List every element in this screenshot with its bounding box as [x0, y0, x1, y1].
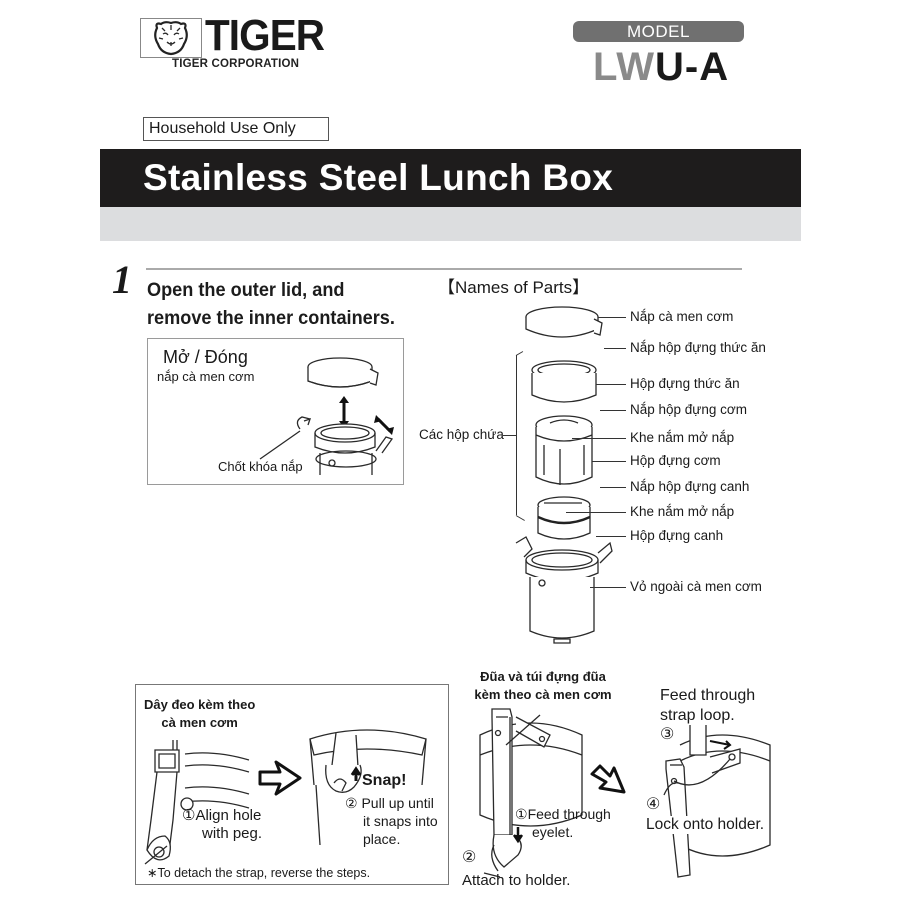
parts-title: 【Names of Parts】: [438, 278, 590, 297]
leader-0: [598, 317, 626, 318]
chopsticks-feed-illustration: [479, 708, 583, 878]
part-label-rice-grip-slot: Khe nắm mở nắp: [630, 430, 735, 445]
chopsticks-step-2-badge: ②: [462, 849, 477, 866]
part-label-outer-lid: Nắp cà men cơm: [630, 309, 734, 324]
tiger-face-icon: [154, 21, 188, 56]
strap-step-1-text: Align hole: [195, 807, 262, 824]
part-label-outer-body: Vỏ ngoài cà men cơm: [630, 579, 762, 594]
lid-open-illustration: [259, 357, 394, 475]
snap-label: Snap!: [362, 772, 407, 789]
step-line-1: Open the outer lid, and: [147, 279, 345, 301]
leader-5: [592, 461, 626, 462]
chopsticks-lock-illustration: [663, 725, 771, 878]
part-label-soup-container: Hộp đựng canh: [630, 528, 724, 543]
step-number: 1: [112, 257, 132, 302]
step-3-text-line-2: strap loop.: [660, 707, 735, 724]
model-code: LWU-A: [593, 44, 729, 90]
step-1-badge: ①: [182, 807, 196, 824]
chopsticks-step-1-text: Feed through: [527, 806, 611, 822]
chopsticks-title-line-2: kèm theo cà men cơm: [474, 687, 612, 702]
step-divider: [146, 268, 742, 270]
brand-corporation: TIGER CORPORATION: [172, 58, 300, 70]
page-title: Stainless Steel Lunch Box: [143, 157, 614, 198]
strap-step-2-line-2: it snaps into: [363, 813, 438, 829]
arrow-down-right-icon: [590, 764, 626, 794]
group-leader: [503, 435, 516, 436]
subtitle-band: [100, 207, 801, 241]
strap-step-2: ② Pull up until: [345, 794, 434, 812]
leader-4: [572, 438, 626, 439]
strap-panel: [135, 684, 449, 885]
model-prefix: LW: [593, 45, 655, 89]
strap-align-illustration: [144, 740, 250, 865]
step-1-badge: ①: [515, 806, 528, 822]
step-3-badge: ③: [660, 726, 675, 743]
strap-snap-illustration: [309, 729, 427, 846]
chopsticks-title: Đũa và túi đựng đũa kèm theo cà men cơm: [468, 668, 618, 704]
chopsticks-step-1-line-2: eyelet.: [532, 824, 574, 840]
strap-step-1-line-2: with peg.: [202, 825, 263, 842]
part-label-soup-grip-slot: Khe nắm mở nắp: [630, 504, 735, 519]
arrow-right-icon: [258, 760, 302, 796]
strap-step-1: ①Align hole: [182, 807, 261, 825]
strap-step-2-text: Pull up until: [361, 795, 434, 811]
step-4-badge: ④: [646, 796, 661, 813]
open-close-title: Mở / Đóng: [163, 347, 248, 367]
exploded-parts-illustration: [515, 306, 613, 644]
title-bar: [100, 149, 801, 207]
strap-step-2-line-3: place.: [363, 831, 401, 847]
chopsticks-title-line-1: Đũa và túi đựng đũa: [480, 669, 606, 684]
strap-title-line-2: cà men cơm: [161, 715, 238, 730]
model-label: MODEL: [573, 21, 744, 42]
open-close-subtitle: nắp cà men cơm: [157, 369, 255, 384]
open-close-panel: [147, 338, 404, 485]
chopsticks-step-1: ①Feed through: [515, 805, 611, 823]
group-bracket: [516, 355, 517, 515]
leader-8: [596, 536, 626, 537]
strap-title: Dây đeo kèm theo cà men cơm: [144, 696, 255, 732]
part-label-soup-lid: Nắp hộp đựng canh: [630, 479, 750, 494]
model-suffix: U-A: [654, 45, 730, 89]
step-instruction: Open the outer lid, and remove the inner…: [147, 276, 395, 332]
part-label-food-lid: Nắp hộp đựng thức ăn: [630, 340, 766, 355]
strap-title-line-1: Dây đeo kèm theo: [144, 697, 256, 712]
leader-7: [566, 512, 626, 513]
leader-3: [600, 410, 626, 411]
part-label-rice-lid: Nắp hộp đựng cơm: [630, 402, 747, 417]
leader-9: [590, 587, 626, 588]
part-group-label: Các hộp chứa: [419, 427, 504, 442]
chopsticks-step-2-text: Attach to holder.: [462, 872, 571, 889]
step-2-badge: ②: [345, 795, 358, 811]
part-label-food-container: Hộp đựng thức ăn: [630, 376, 740, 391]
leader-2: [596, 384, 626, 385]
leader-1: [604, 348, 626, 349]
step-3-text-line-1: Feed through: [660, 687, 756, 704]
step-4-text: Lock onto holder.: [646, 816, 765, 834]
household-badge: Household Use Only: [143, 117, 329, 141]
step-line-2: remove the inner containers.: [147, 307, 395, 329]
strap-detach-note: ∗To detach the strap, reverse the steps.: [147, 866, 371, 880]
latch-label: Chốt khóa nắp: [218, 459, 303, 474]
logo-tiger-box: [140, 18, 202, 58]
part-label-rice-container: Hộp đựng cơm: [630, 453, 721, 468]
leader-6: [600, 487, 626, 488]
brand-wordmark: TIGER: [205, 11, 325, 60]
